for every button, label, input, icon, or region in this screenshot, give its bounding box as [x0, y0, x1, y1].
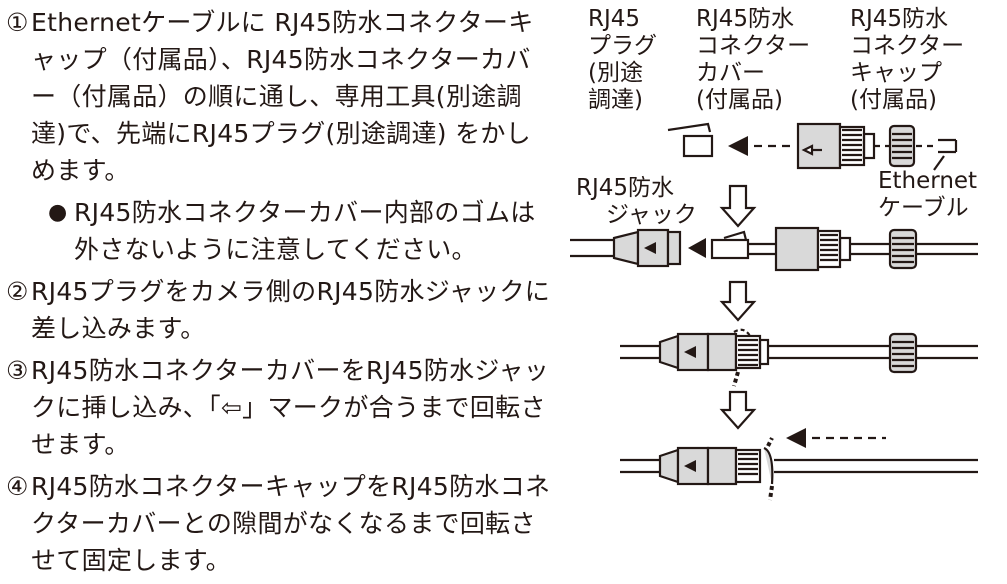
step-number: ③	[6, 356, 29, 385]
row2-assembly	[570, 226, 978, 272]
step-3: ③ RJ45防水コネクターカバーをRJ45防水ジャックに挿し込み、「⇦」マークが…	[6, 352, 554, 463]
instruction-steps: ① Ethernetケーブルに RJ45防水コネクターキャップ（付属品）、RJ4…	[6, 4, 554, 584]
bullet-icon: ●	[48, 200, 68, 225]
jack-label: RJ45防水 ジャック	[576, 175, 697, 228]
row3-assembly	[620, 328, 978, 387]
rj45-plug-drawing	[667, 122, 714, 158]
step-text: RJ45防水コネクターキャップをRJ45防水コネクターカバーとの隙間がなくなるま…	[31, 472, 551, 575]
step-number: ①	[6, 8, 29, 37]
step-text: RJ45防水コネクターカバーをRJ45防水ジャックに挿し込み、「⇦」マークが合う…	[31, 356, 550, 459]
caution-note: ● RJ45防水コネクターカバー内部のゴムは外さないように注意してください。	[48, 194, 554, 268]
step-text: RJ45プラグをカメラ側のRJ45防水ジャックに差し込みます。	[31, 277, 551, 343]
step-1: ① Ethernetケーブルに RJ45防水コネクターキャップ（付属品）、RJ4…	[6, 4, 554, 189]
cover-label: RJ45防水コネクター カバー(付属品)	[696, 6, 811, 113]
step-number: ②	[6, 277, 29, 306]
row4-assembly	[620, 437, 978, 501]
ethernet-cable-drawing	[933, 138, 958, 171]
left-arrow-icon	[728, 136, 748, 156]
cap-label: RJ45防水コネクター キャップ(付属品)	[850, 6, 965, 113]
step-number: ④	[6, 472, 29, 501]
step-2: ② RJ45プラグをカメラ側のRJ45防水ジャックに差し込みます。	[6, 273, 554, 347]
diagram-drawing	[570, 122, 978, 501]
step-4: ④ RJ45防水コネクターキャップをRJ45防水コネクターカバーとの隙間がなくな…	[6, 468, 554, 579]
left-arrow-icon	[786, 428, 806, 448]
down-arrow-icon	[719, 280, 757, 322]
down-arrow-icon	[719, 390, 757, 430]
note-text: RJ45防水コネクターカバー内部のゴムは外さないように注意してください。	[74, 198, 536, 264]
connector-cover-drawing	[796, 122, 876, 170]
connector-cap-drawing	[888, 124, 916, 168]
step-text: Ethernetケーブルに RJ45防水コネクターキャップ（付属品）、RJ45防…	[31, 8, 534, 185]
down-arrow-icon	[719, 184, 757, 228]
